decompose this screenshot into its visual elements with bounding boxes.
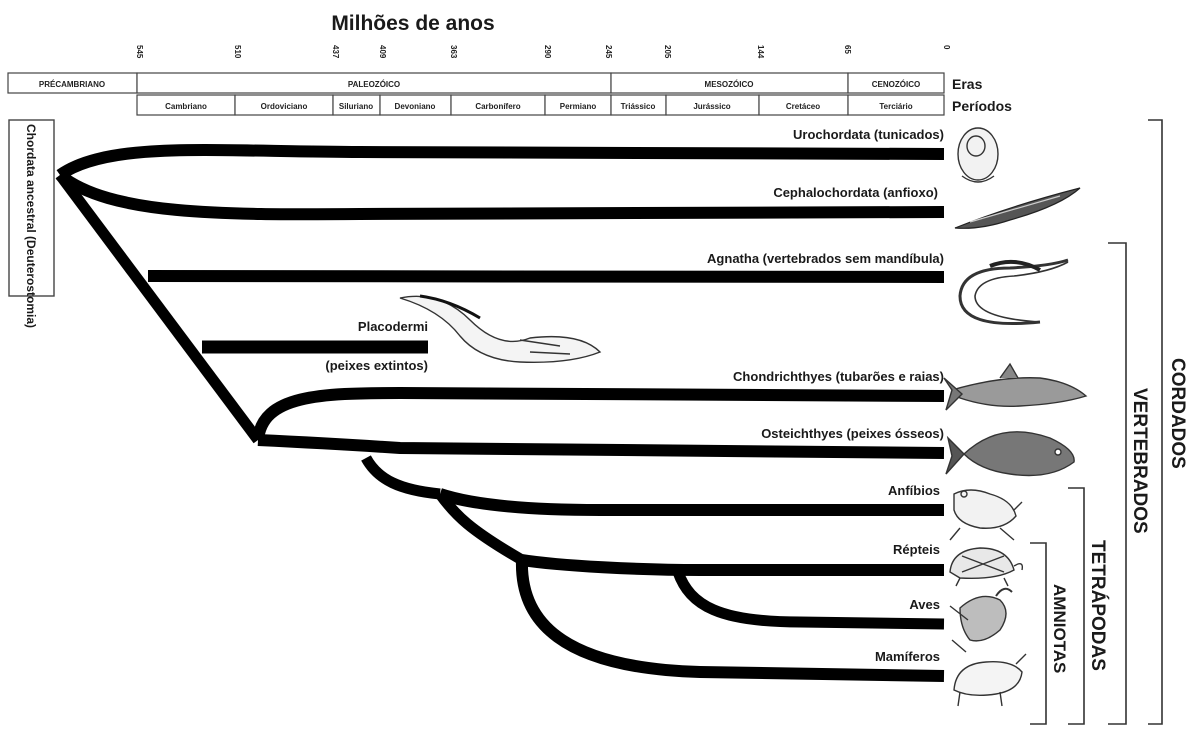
taxon-sublabel-placodermi: (peixes extintos) xyxy=(325,358,428,373)
shark-icon xyxy=(944,364,1086,410)
tick-label: 245 xyxy=(604,45,613,59)
phylogenetic-tree xyxy=(60,150,944,676)
branch-tetrapod-stem xyxy=(366,458,440,494)
taxon-label-osteichthyes: Osteichthyes (peixes ósseos) xyxy=(761,426,944,441)
periods-heading: Períodos xyxy=(952,98,1012,114)
period-label: Jurássico xyxy=(693,102,730,111)
bracket-vertebrados: VERTEBRADOS xyxy=(1108,243,1150,724)
group-label-cordados: CORDADOS xyxy=(1167,358,1188,469)
root-label-box: Chordata ancestral (Deuterostomia) xyxy=(9,120,54,328)
periods-row: Cambriano Ordoviciano Siluriano Devonian… xyxy=(137,95,1012,115)
taxon-label-chondrichthyes: Chondrichthyes (tubarões e raias) xyxy=(733,369,944,384)
period-label: Cretáceo xyxy=(786,102,820,111)
bird-icon xyxy=(950,589,1012,652)
bracket-cordados: CORDADOS xyxy=(1148,120,1188,724)
period-label: Devoniano xyxy=(395,102,436,111)
taxon-label-urochordata: Urochordata (tunicados) xyxy=(793,127,944,142)
branch-aves xyxy=(678,572,944,624)
era-label: PALEOZÓICO xyxy=(348,80,400,89)
group-label-tetrapodas: TETRÁPODAS xyxy=(1087,540,1109,671)
branch-agnatha xyxy=(148,276,944,277)
period-label: Cambriano xyxy=(165,102,207,111)
taxon-label-placodermi: Placodermi xyxy=(358,319,428,334)
eras-heading: Eras xyxy=(952,76,983,92)
tick-label: 409 xyxy=(378,45,387,59)
branch-repteis xyxy=(522,560,944,570)
taxon-label-mamiferos: Mamíferos xyxy=(875,649,940,664)
tick-label: 290 xyxy=(543,45,552,59)
era-label: PRÉCAMBRIANO xyxy=(39,80,105,89)
root-label: Chordata ancestral (Deuterostomia) xyxy=(24,124,38,328)
group-label-vertebrados: VERTEBRADOS xyxy=(1129,388,1150,534)
turtle-icon xyxy=(950,548,1022,586)
placoderm-icon xyxy=(400,296,600,362)
tick-label: 545 xyxy=(135,45,144,59)
era-label: MESOZÓICO xyxy=(705,80,754,89)
branch-anfibios xyxy=(440,494,944,510)
mammal-icon xyxy=(954,654,1026,706)
tick-label: 205 xyxy=(663,45,672,59)
period-label: Ordoviciano xyxy=(261,102,308,111)
tick-label: 437 xyxy=(331,45,340,59)
tick-label: 363 xyxy=(449,45,458,59)
tunicate-icon xyxy=(958,128,998,182)
period-label: Siluriano xyxy=(339,102,373,111)
taxon-label-repteis: Répteis xyxy=(893,542,940,557)
tick-label: 510 xyxy=(233,45,242,59)
group-label-amniotas: AMNIOTAS xyxy=(1050,584,1069,673)
period-label: Carbonífero xyxy=(475,102,520,111)
tick-label: 144 xyxy=(756,45,765,59)
eras-row: PRÉCAMBRIANO PALEOZÓICO MESOZÓICO CENOZÓ… xyxy=(8,73,983,93)
time-ticks: 545 510 437 409 363 290 245 205 144 65 0 xyxy=(135,45,951,59)
branch-urochordata xyxy=(60,150,944,175)
taxon-label-agnatha: Agnatha (vertebrados sem mandíbula) xyxy=(707,251,944,266)
frog-icon xyxy=(950,490,1022,540)
period-label: Terciário xyxy=(879,102,912,111)
lamprey-icon xyxy=(960,260,1068,324)
tick-label: 0 xyxy=(942,45,951,50)
branch-osteichthyes-stem xyxy=(258,440,944,453)
tick-label: 65 xyxy=(843,45,852,54)
amphioxus-icon xyxy=(955,188,1080,228)
taxon-label-aves: Aves xyxy=(909,597,940,612)
bony-fish-icon xyxy=(946,432,1074,476)
bracket-tetrapodas: TETRÁPODAS xyxy=(1068,488,1109,724)
taxon-label-cephalochordata: Cephalochordata (anfioxo) xyxy=(773,185,938,200)
taxon-label-anfibios: Anfíbios xyxy=(888,483,940,498)
bracket-amniotas: AMNIOTAS xyxy=(1030,543,1069,724)
period-label: Triássico xyxy=(621,102,656,111)
period-label: Permiano xyxy=(560,102,597,111)
timescale-title: Milhões de anos xyxy=(331,12,494,35)
era-label: CENOZÓICO xyxy=(872,80,920,89)
